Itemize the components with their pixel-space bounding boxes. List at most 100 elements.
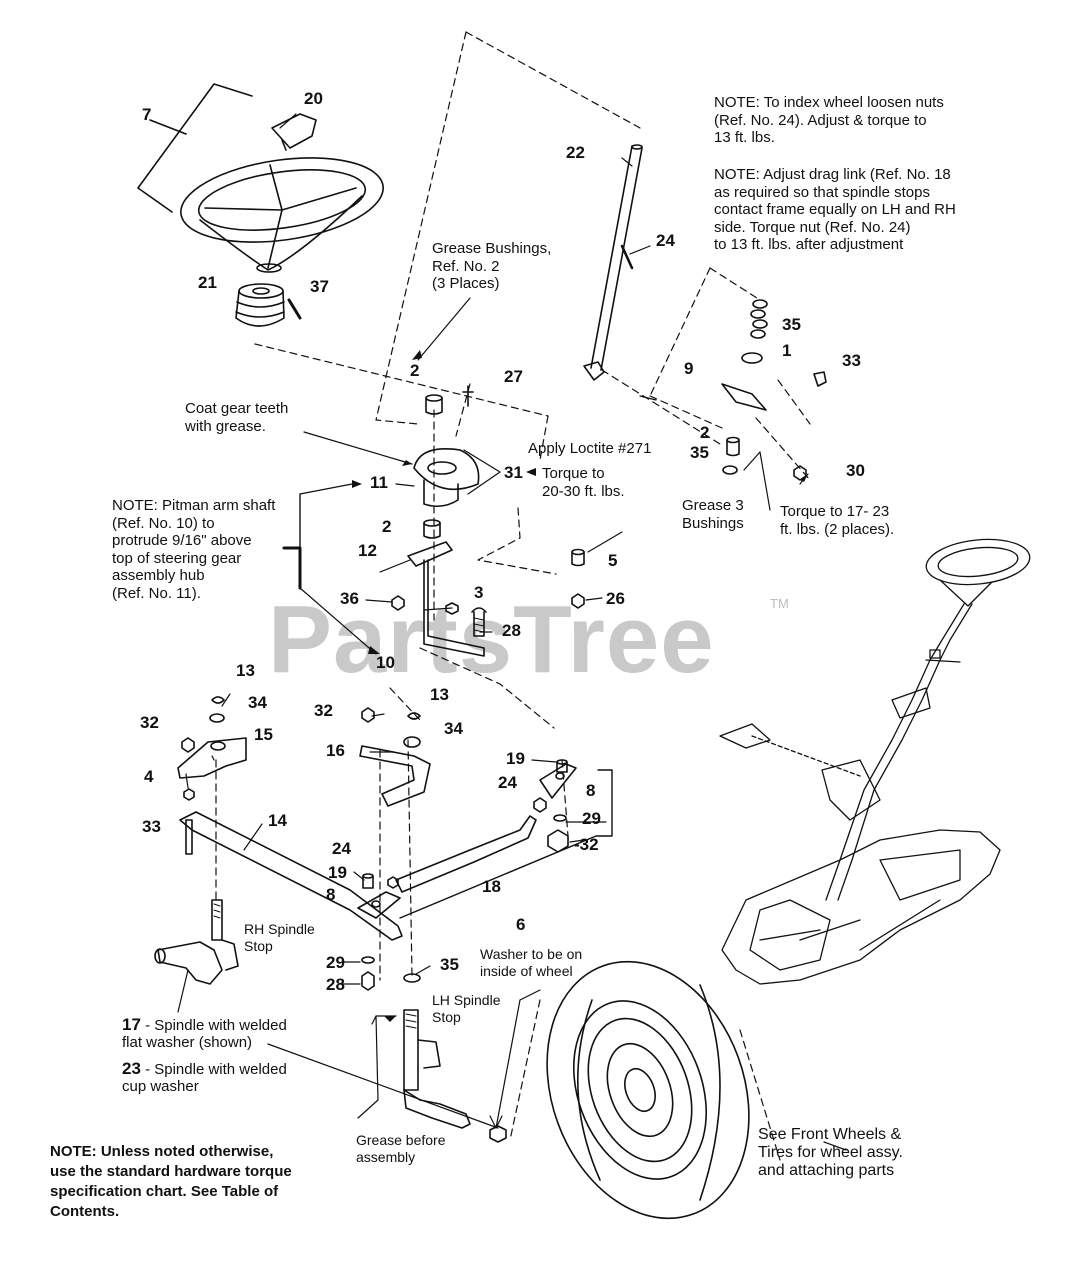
callout-3: 3 [474, 583, 483, 602]
bushing-2-right [726, 436, 740, 457]
callout-2-mid: 2 [382, 517, 391, 536]
callout-35-right: 35 [690, 443, 709, 462]
ball-joint-8a [539, 763, 577, 799]
callout-12: 12 [358, 541, 377, 560]
watermark-brand: PartsTree [268, 586, 715, 693]
callout-34-left: 34 [248, 693, 267, 712]
washer-29a [553, 814, 567, 822]
bushing-19a [556, 759, 568, 773]
reference-view [719, 538, 1031, 985]
callout-30: 30 [846, 461, 865, 480]
note-grease-bushings: Grease Bushings, Ref. No. 2 (3 Places) [432, 240, 552, 292]
label-rh-spindle-stop: RH Spindle Stop [244, 921, 315, 954]
leader-lines [177, 113, 847, 1151]
callout-31: 31 [504, 463, 523, 482]
callout-29-left: 29 [326, 953, 345, 972]
callout-13-left: 13 [236, 661, 255, 680]
front-wheel [519, 960, 750, 1220]
bushing-5 [571, 548, 585, 567]
plate-9 [721, 383, 767, 411]
drag-link [395, 815, 537, 893]
nut-24-left [387, 876, 399, 889]
nut-32a [181, 737, 195, 753]
callout-33-top: 33 [842, 351, 861, 370]
pitman-arm-shaft [423, 559, 485, 657]
callout-4: 4 [144, 767, 154, 786]
callout-10: 10 [376, 653, 395, 672]
callout-13-mid: 13 [430, 685, 449, 704]
washer-3 [445, 602, 459, 615]
pin-24 [620, 244, 634, 270]
bushing-2-top [425, 394, 443, 415]
nut-28b [361, 971, 375, 991]
callout-19-left: 19 [328, 863, 347, 882]
spindle-23-text: - Spindle with welded cup washer [122, 1061, 287, 1095]
nut-26 [571, 593, 585, 609]
arm-16 [359, 745, 431, 807]
callout-24-right: 24 [498, 773, 517, 792]
callout-35-top: 35 [782, 315, 801, 334]
bushing-washer [489, 1125, 507, 1143]
steering-shaft [583, 144, 643, 381]
callout-2-top: 2 [410, 361, 419, 380]
nut-36 [391, 595, 405, 611]
callout-19-right: 19 [506, 749, 525, 768]
callout-11: 11 [370, 473, 388, 492]
callout-29-right: 29 [582, 809, 601, 828]
bolt-33-left [185, 819, 193, 855]
washer-35-right [722, 465, 738, 475]
note-index-wheel: NOTE: To index wheel loosen nuts (Ref. N… [714, 94, 944, 146]
callout-32-mid: 32 [314, 701, 333, 720]
callout-5: 5 [608, 551, 617, 570]
bushing-2-mid [423, 519, 441, 539]
washer-34b [403, 736, 421, 748]
bracket-6 [399, 769, 613, 919]
clip-13a [211, 696, 225, 704]
label-grease-before: Grease before assembly [356, 1132, 446, 1165]
washer-34a [209, 713, 225, 723]
spindle-23-number: 23 [122, 1059, 141, 1078]
callout-28-left: 28 [326, 975, 345, 994]
callout-32-right: -32 [574, 835, 599, 854]
callout-6: 6 [516, 915, 525, 934]
steering-wheel [137, 83, 384, 273]
callout-26: 26 [606, 589, 625, 608]
washer-4 [183, 788, 195, 801]
callout-36: 36 [340, 589, 359, 608]
washer-1 [741, 352, 763, 364]
tie-rod [179, 811, 403, 941]
callout-18: 18 [482, 877, 501, 896]
callout-34-mid: 34 [444, 719, 463, 738]
callout-32-left: 32 [140, 713, 159, 732]
watermark-trademark: TM [770, 596, 789, 611]
label-washer-inside: Washer to be on inside of wheel [480, 946, 583, 979]
bolt-33-top [813, 371, 827, 387]
note-loctite: Apply Loctite #271 [528, 440, 652, 457]
lh-spindle [403, 1009, 471, 1129]
bushing-19b [362, 873, 374, 889]
callout-28-top: 28 [502, 621, 521, 640]
label-lh-spindle-stop: LH Spindle Stop [432, 992, 501, 1025]
nut-32b [361, 707, 375, 723]
callout-24-top: 24 [656, 231, 675, 250]
note-pitman: NOTE: Pitman arm shaft (Ref. No. 10) to … [112, 497, 276, 602]
callout-35-bottom: 35 [440, 955, 459, 974]
nut-24-right [533, 797, 547, 813]
spindle-17-number: 17 [122, 1015, 141, 1034]
ball-joint-8b [357, 891, 401, 919]
label-see-front-wheels: See Front Wheels & Tires for wheel assy.… [758, 1126, 903, 1179]
callout-24-left: 24 [332, 839, 351, 858]
callout-22: 22 [566, 143, 585, 162]
bushing-21 [235, 283, 285, 327]
plate-12 [407, 541, 453, 567]
callout-33-left: 33 [142, 817, 161, 836]
rh-spindle [154, 899, 239, 985]
note-torque-17-23: Torque to 17- 23 ft. lbs. (2 places). [780, 503, 895, 538]
nut-32c [547, 829, 569, 853]
callout-16: 16 [326, 741, 345, 760]
washers-35 [750, 299, 768, 339]
callout-numbers: 7 20 21 37 22 24 2 27 11 31 2 12 36 3 28… [140, 89, 865, 994]
steering-gear [413, 448, 480, 508]
steering-wheel-cap [271, 113, 317, 151]
